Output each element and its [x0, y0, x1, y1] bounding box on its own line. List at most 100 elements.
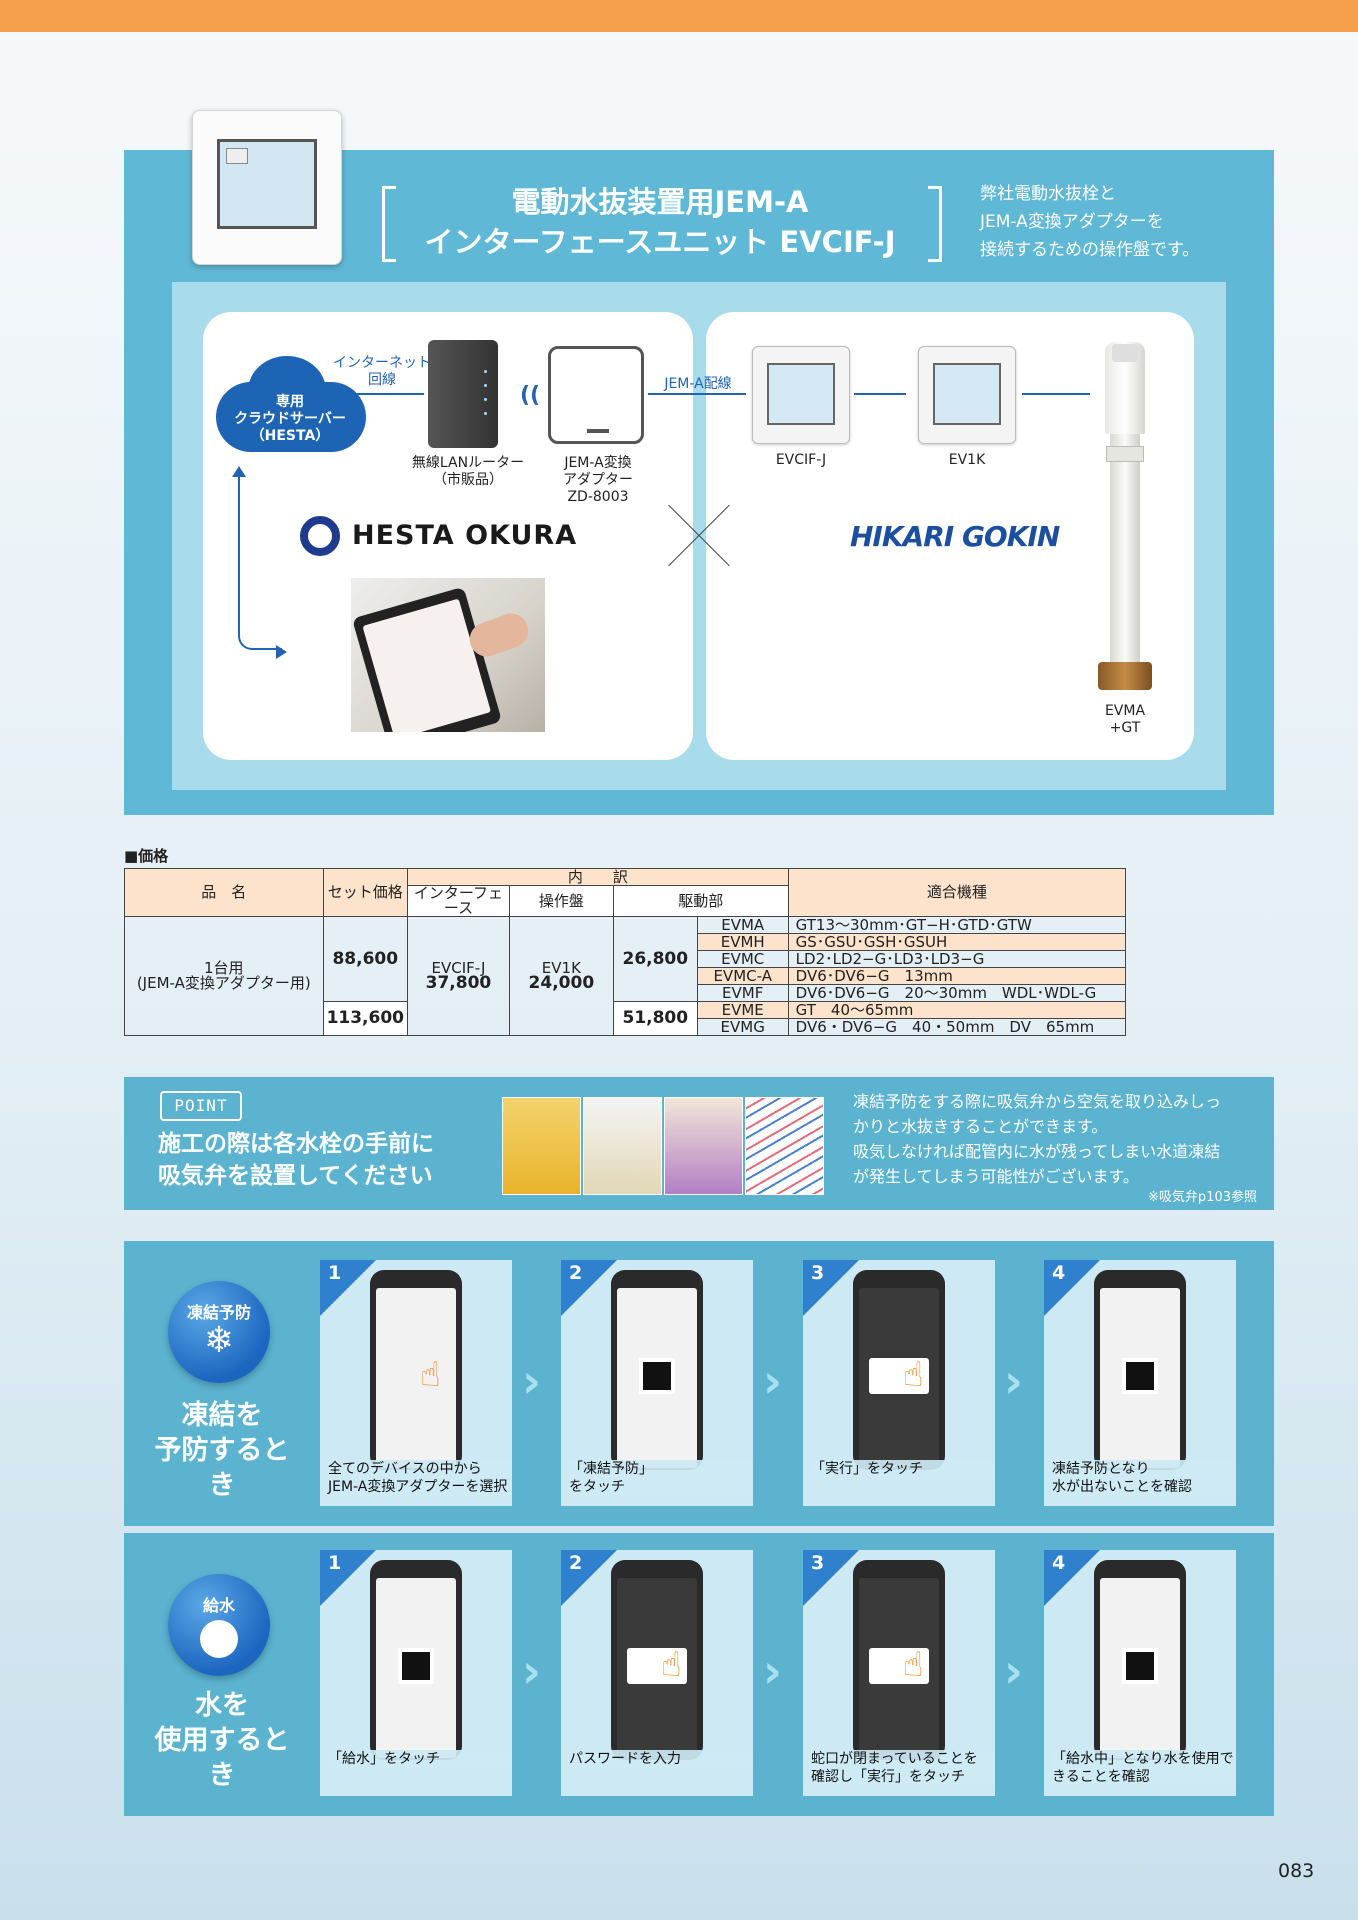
compatible-cell: DV6･DV6−G 13mm	[787, 967, 1127, 985]
table-row: EVMH GS･GSU･GSH･GSUH	[125, 933, 1127, 951]
sync-arrow-line	[238, 470, 282, 650]
product-image	[192, 110, 342, 265]
price-table: 品 名 セット価格 内 訳 適合機種 インターフェース 操作盤 駆動部 1台用 …	[124, 868, 1127, 1036]
table-row: 113,600 51,800 EVME GT 40〜65mm	[125, 1001, 1127, 1036]
router-icon	[428, 340, 498, 448]
supply-step-1: 1 「給水」をタッチ	[320, 1550, 512, 1796]
drive-model-cell: EVMG	[696, 1018, 789, 1036]
point-title: 施工の際は各水栓の手前に 吸気弁を設置してください	[158, 1131, 434, 1189]
tap-hand-icon: ☝	[903, 1355, 924, 1395]
supply-step-4: 4 「給水中」となり水を使用できることを確認	[1044, 1550, 1236, 1796]
panel-cell: EV1K 24,000	[508, 916, 614, 1036]
title-bracket-right	[928, 186, 942, 262]
jem-wiring-line	[648, 393, 746, 395]
adapter-icon	[548, 346, 644, 444]
header-name: 品 名	[124, 868, 324, 917]
valve-joint	[1106, 446, 1144, 462]
water-drop-icon	[200, 1620, 238, 1658]
header-compatible: 適合機種	[787, 868, 1127, 917]
point-badge: POINT	[160, 1091, 242, 1121]
snowflake-icon: ❄	[203, 1320, 235, 1361]
drive-model-cell: EVMF	[696, 984, 789, 1002]
set-price-cell: 88,600	[322, 916, 409, 1002]
freeze-badge: 凍結予防 ❄	[168, 1281, 270, 1383]
tablet-photo	[351, 578, 545, 732]
price-section-title: ■価格	[124, 847, 169, 865]
valve-label: EVMA +GT	[1104, 703, 1146, 736]
valve-brass-body	[1098, 662, 1152, 690]
supply-step-2: ☝ 2 パスワードを入力	[561, 1550, 753, 1796]
compatible-cell: GT 40〜65mm	[787, 1001, 1127, 1019]
header-breakdown: 内 訳	[407, 868, 789, 886]
ev1k-controller-image	[918, 346, 1016, 444]
hero-title: 電動水抜装置用JEM-A インターフェースユニット EVCIF-J	[424, 185, 896, 259]
router-label: 無線LANルーター （市販品）	[411, 455, 525, 488]
ev1k-label: EV1K	[948, 452, 986, 468]
chevron-right-icon: ›	[763, 1354, 782, 1408]
illustration-pipes	[745, 1097, 824, 1195]
illustration-toilet	[583, 1097, 662, 1195]
valve-link-line	[1022, 393, 1090, 395]
table-row: EVMF DV6･DV6−G 20〜30mm WDL･WDL-G	[125, 984, 1127, 1002]
wifi-icon: ((	[520, 383, 541, 408]
internet-line-label: インターネット 回線	[333, 355, 431, 388]
table-row: EVMC LD2･LD2−G･LD3･LD3−G	[125, 950, 1127, 968]
page-number: 083	[1278, 1860, 1315, 1882]
table-row: EVMG DV6・DV6−G 40・50mm DV 65mm	[125, 1018, 1127, 1036]
arrow-up-icon	[232, 466, 246, 477]
tap-hand-icon: ☝	[661, 1645, 682, 1685]
adapter-label: JEM-A変換 アダプター ZD-8003	[563, 455, 633, 505]
drive-model-cell: EVMC	[696, 950, 789, 968]
freeze-step-2: 2 「凍結予防」をタッチ	[561, 1260, 753, 1506]
freeze-step-4: 4 凍結予防となり水が出ないことを確認	[1044, 1260, 1236, 1506]
evcif-unit-image	[752, 346, 850, 444]
drive-model-cell: EVMA	[696, 916, 789, 934]
point-note: ※吸気弁p103参照	[1148, 1190, 1257, 1205]
supply-title: 水を 使用するとき	[154, 1690, 290, 1791]
tap-hand-icon: ☝	[420, 1355, 441, 1395]
chevron-right-icon: ›	[522, 1354, 541, 1408]
freeze-step-3: ☝ 3 「実行」をタッチ	[803, 1260, 995, 1506]
collaboration-cross-icon	[668, 505, 730, 567]
freeze-title: 凍結を 予防するとき	[154, 1400, 290, 1501]
header-set-price: セット価格	[322, 868, 409, 917]
valve-cap	[1112, 344, 1138, 362]
hero-description: 弊社電動水抜栓と JEM-A変換アダプターを 接続するための操作盤です。	[980, 184, 1200, 260]
unit-link-line	[854, 393, 906, 395]
table-row: 1台用 (JEM-A変換アダプター用) 88,600 EVCIF-J 37,80…	[124, 916, 1127, 1036]
hikari-gokin-logo: HIKARI GOKIN	[850, 520, 1060, 553]
chevron-right-icon: ›	[763, 1644, 782, 1698]
compatible-cell: LD2･LD2−G･LD3･LD3−G	[787, 950, 1127, 968]
tap-hand-icon: ☝	[903, 1645, 924, 1685]
product-name-cell: 1台用 (JEM-A変換アダプター用)	[124, 916, 324, 1036]
evcif-label: EVCIF-J	[775, 452, 827, 468]
point-text: 凍結予防をする際に吸気弁から空気を取り込みしっ かりと水抜きすることができます。…	[853, 1092, 1222, 1186]
drive-model-cell: EVMH	[696, 933, 789, 951]
internet-line	[352, 393, 424, 395]
drive-model-cell: EVMC-A	[696, 967, 789, 985]
header-panel: 操作盤	[508, 885, 614, 917]
illustration-bath	[502, 1097, 581, 1195]
illustration-kitchen	[664, 1097, 743, 1195]
interface-cell: EVCIF-J 37,800	[407, 916, 510, 1036]
chevron-right-icon: ›	[1004, 1644, 1023, 1698]
set-price-cell: 113,600	[322, 1001, 409, 1036]
drive-model-cell: EVME	[696, 1001, 789, 1019]
top-accent-bar	[0, 0, 1358, 32]
table-row: EVMC-A DV6･DV6−G 13mm	[125, 967, 1127, 985]
drive-price-cell: 51,800	[612, 1001, 698, 1036]
chevron-right-icon: ›	[522, 1644, 541, 1698]
supply-badge: 給水	[168, 1574, 270, 1676]
compatible-cell: GS･GSU･GSH･GSUH	[787, 933, 1127, 951]
header-drive: 駆動部	[612, 885, 789, 917]
valve-pipe	[1110, 434, 1140, 664]
compatible-cell: DV6･DV6−G 20〜30mm WDL･WDL-G	[787, 984, 1127, 1002]
compatible-cell: GT13〜30mm･GT−H･GTD･GTW	[787, 916, 1127, 934]
title-bracket-left	[382, 186, 396, 262]
hesta-okura-logo: HESTA OKURA	[300, 516, 600, 556]
compatible-cell: DV6・DV6−G 40・50mm DV 65mm	[787, 1018, 1127, 1036]
supply-step-3: ☝ 3 蛇口が閉まっていることを確認し「実行」をタッチ	[803, 1550, 995, 1796]
chevron-right-icon: ›	[1004, 1354, 1023, 1408]
arrow-right-icon	[276, 645, 287, 659]
